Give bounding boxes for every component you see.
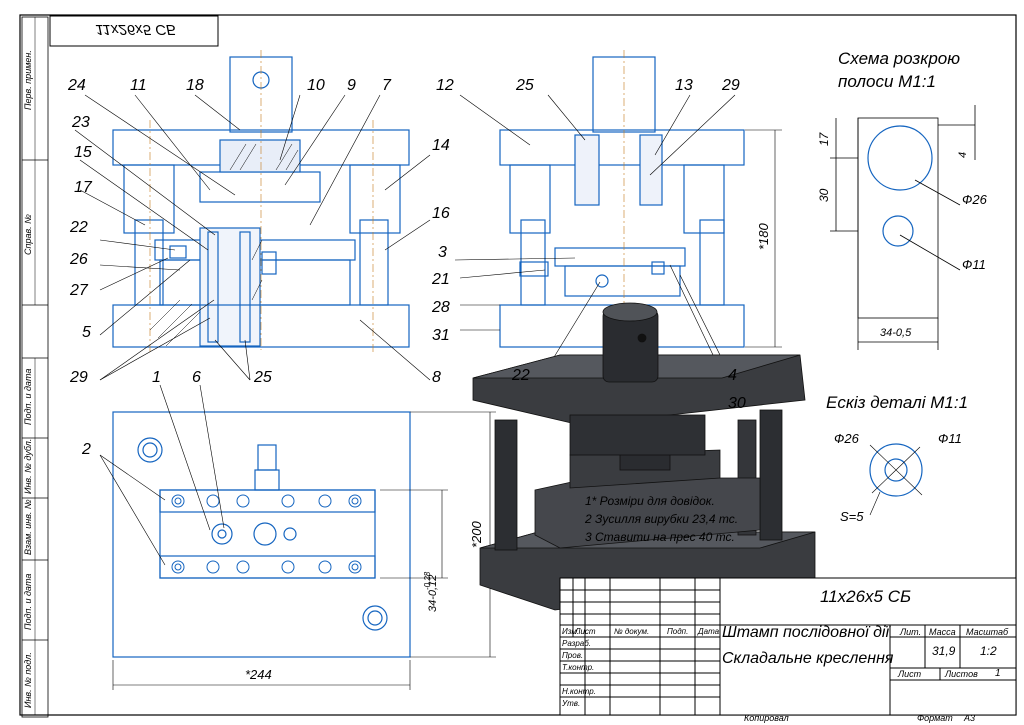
- tb-h-doc: № докум.: [614, 627, 650, 636]
- part-dim-26: Ф26: [834, 431, 859, 446]
- callout-9: 9: [347, 77, 356, 94]
- callout-3: 3: [438, 244, 447, 261]
- tb-format-label: Формат: [917, 713, 953, 723]
- top-dims: [112, 411, 496, 690]
- tb-role-nkontr: Н.контр.: [562, 687, 596, 696]
- tb-role-tkontr: Т.контр.: [562, 663, 595, 672]
- callout-12: 12: [436, 77, 454, 94]
- tb-h-podp: Подп.: [667, 627, 689, 636]
- title-block-lines: [559, 577, 1017, 716]
- front-view: [112, 50, 410, 355]
- callout-18: 18: [186, 77, 204, 94]
- callout-2: 2: [82, 441, 91, 458]
- tb-h-izm: Изм.: [562, 627, 580, 636]
- callout-28: 28: [432, 299, 450, 316]
- note-3: 3 Ставити на прес 40 тс.: [585, 530, 735, 544]
- dim-34tol-upper: -0,28: [423, 571, 432, 590]
- callout-16: 16: [432, 205, 450, 222]
- tb-mass-label: Масса: [929, 627, 956, 637]
- callout-13: 13: [675, 77, 693, 94]
- callout-6: 6: [192, 369, 201, 386]
- tb-scale-label: Масштаб: [966, 627, 1009, 637]
- callout-30: 30: [728, 395, 746, 412]
- strip-scheme-title: Схема розкрою полоси М1:1: [838, 49, 961, 91]
- sidebar-label-1: Перв. примен.: [23, 50, 33, 110]
- callout-15: 15: [74, 144, 92, 161]
- sheet-frame: [19, 14, 1017, 718]
- sidebar-label-4: Инв. № дубл.: [23, 438, 33, 494]
- callout-1: 1: [152, 369, 161, 386]
- sidebar-label-2: Справ. №: [23, 214, 33, 255]
- part-dim-s5: S=5: [840, 509, 864, 524]
- strip-dim-4: 4: [957, 151, 969, 158]
- front-leaders: [74, 94, 431, 381]
- callout-7: 7: [382, 77, 391, 94]
- strip-dim-34: 34-0,5: [880, 327, 912, 339]
- callout-25-side: 25: [516, 77, 534, 94]
- part-sketch-title: Ескіз деталі М1:1: [826, 393, 969, 412]
- callout-29-side: 29: [722, 77, 740, 94]
- dim-180-label: *180: [756, 223, 771, 250]
- callout-5: 5: [82, 324, 91, 341]
- tb-role-razrab: Разраб.: [562, 639, 591, 648]
- strip-dim-26: Ф26: [962, 192, 987, 207]
- tb-h-list: Лист: [575, 627, 596, 636]
- title-name-2: Складальне креслення: [722, 650, 894, 667]
- callout-8: 8: [432, 369, 441, 386]
- tb-h-date: Дата: [698, 627, 720, 636]
- strip-dim-17: 17: [817, 132, 831, 146]
- callout-11: 11: [130, 77, 147, 94]
- callout-26: 26: [70, 251, 88, 268]
- tb-sheets-value: 1: [995, 668, 1001, 679]
- callout-4: 4: [728, 367, 737, 384]
- strip-dim-30: 30: [817, 188, 831, 202]
- note-1: 1* Розміри для довідок.: [585, 494, 715, 508]
- iso-model: [472, 302, 816, 611]
- top-view-bolts: [171, 494, 362, 574]
- mirrored-code: 11x26x5 СБ: [95, 21, 176, 38]
- tb-format-value: А3: [964, 713, 976, 723]
- callout-22: 22: [70, 219, 88, 236]
- title-name-1: Штамп послідовної дії: [722, 624, 890, 641]
- sidebar-label-7: Инв. № подл.: [23, 652, 33, 708]
- tb-lit: Лит.: [900, 627, 922, 637]
- part-dim-11: Ф11: [938, 431, 962, 446]
- tb-role-utv: Утв.: [562, 699, 581, 708]
- tb-sheet-label: Лист: [898, 669, 922, 679]
- sidebar-label-3: Подп. и дата: [23, 368, 33, 425]
- callout-27: 27: [70, 282, 88, 299]
- strip-dim-11: Ф11: [962, 257, 986, 272]
- dim-180: [745, 129, 782, 348]
- notes-block: 1* Розміри для довідок. 2 Зусилля вирубк…: [584, 494, 738, 544]
- callout-21: 21: [432, 271, 450, 288]
- tb-role-prov: Пров.: [562, 651, 584, 660]
- dim-200-label: *200: [469, 521, 484, 548]
- tb-scale-value: 1:2: [980, 644, 997, 658]
- tb-sheets-label: Листов: [945, 669, 978, 679]
- callout-25-front: 25: [254, 369, 272, 386]
- callout-24: 24: [68, 77, 86, 94]
- strip-scheme: [830, 105, 976, 350]
- callout-22-side: 22: [512, 367, 530, 384]
- sidebar-label-5: Взам. инв. №: [23, 499, 33, 555]
- dim-244-label: *244: [245, 667, 272, 682]
- tb-copied: Копировал: [744, 713, 789, 723]
- top-view: [112, 411, 411, 658]
- callout-17: 17: [74, 179, 92, 196]
- title-code: 11х26х5 СБ: [820, 587, 912, 606]
- callout-10: 10: [307, 77, 325, 94]
- callout-14: 14: [432, 137, 450, 154]
- callout-23: 23: [72, 114, 90, 131]
- note-2: 2 Зусилля вирубки 23,4 тс.: [584, 512, 738, 526]
- part-sketch: [869, 443, 923, 516]
- callout-31: 31: [432, 327, 450, 344]
- callout-29: 29: [70, 369, 88, 386]
- front-hatching: [149, 143, 299, 347]
- sidebar-label-6: Подп. и дата: [23, 573, 33, 630]
- tb-mass-value: 31,9: [932, 644, 956, 658]
- top-leaders: [99, 384, 225, 566]
